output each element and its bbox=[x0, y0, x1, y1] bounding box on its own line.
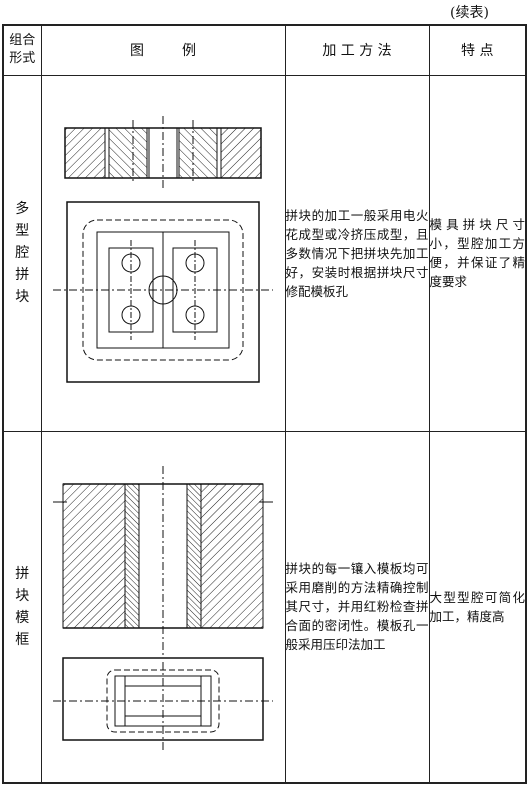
method-cell: 拼块的每一镶入模板均可采用磨削的方法精确控制其尺寸，并用红粉检查拼合面的密闭性。… bbox=[284, 430, 430, 784]
form-cell: 拼 块 模 框 bbox=[2, 430, 42, 784]
features-cell: 大型型腔可简化加工，精度高 bbox=[428, 430, 527, 784]
multi-cavity-insert-drawing bbox=[53, 116, 273, 383]
form-cell: 多 型 腔 拼 块 bbox=[2, 74, 42, 432]
header-form-line2: 形式 bbox=[9, 51, 36, 67]
header-features: 特 点 bbox=[428, 24, 527, 76]
insert-frame-drawing bbox=[53, 465, 273, 750]
process-table: 组合 形式 图 例 加 工 方 法 特 点 多 型 腔 拼 块 bbox=[2, 24, 527, 784]
method-cell: 拼块的加工一般采用电火花成型或冷挤压成型，且多数情况下把拼块先加工好，安装时根据… bbox=[284, 74, 430, 432]
header-method: 加 工 方 法 bbox=[284, 24, 430, 76]
header-row: 组合 形式 图 例 加 工 方 法 特 点 bbox=[2, 24, 527, 76]
header-form-line1: 组合 bbox=[9, 33, 36, 49]
table-row: 拼 块 模 框 bbox=[2, 430, 527, 784]
figure-cell bbox=[40, 430, 286, 784]
header-figure: 图 例 bbox=[40, 24, 286, 76]
header-form: 组合 形式 bbox=[2, 24, 42, 76]
features-cell: 模具拼块尺寸小，型腔加工方便，并保证了精度要求 bbox=[428, 74, 527, 432]
table-row: 多 型 腔 拼 块 bbox=[2, 74, 527, 432]
figure-cell bbox=[40, 74, 286, 432]
continued-label: (续表) bbox=[450, 5, 489, 21]
